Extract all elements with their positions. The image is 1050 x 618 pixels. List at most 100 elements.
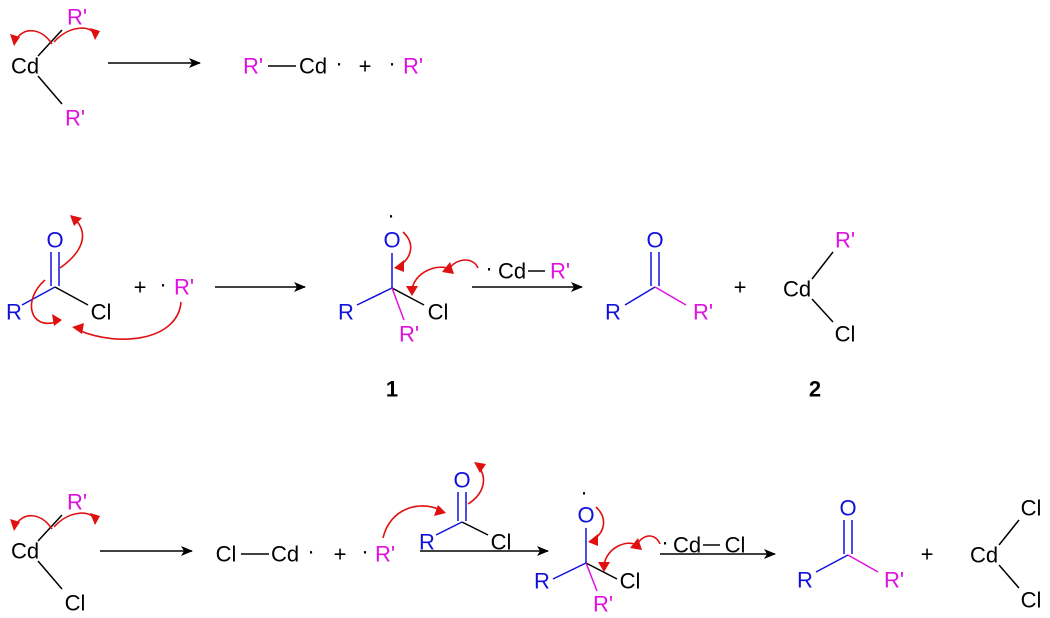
fishhook-head [474, 462, 486, 473]
atom-r-prime: R' [399, 322, 419, 347]
bond-cd-r [37, 514, 63, 542]
plus-sign: + [334, 542, 347, 567]
atom-r-prime: R' [375, 542, 395, 567]
cadmium-dichloride: Cd Cl Cl [970, 496, 1041, 613]
bond-cd-cl [37, 560, 63, 590]
atom-r-prime: R' [693, 300, 713, 325]
atom-r: R [338, 300, 354, 325]
fishhook-head [10, 34, 20, 46]
row-1-homolysis: Cd R' R' R' Cd · + · R' [10, 5, 423, 131]
radical-dot: · [661, 530, 668, 555]
fishhook-head [10, 519, 20, 531]
compound-number: 2 [809, 377, 821, 402]
intermediate-1: · O R Cl R' 1 [338, 203, 479, 402]
radical-dot: · [307, 539, 314, 564]
bond-cd-r [37, 29, 63, 57]
bond-c-r [435, 521, 463, 536]
atom-r-prime: R' [403, 54, 423, 79]
product-radicals: R' Cd · + · R' [243, 51, 423, 79]
atom-r-prime: R' [65, 106, 85, 131]
atom-r-prime: R' [67, 490, 87, 515]
bond-c-r [815, 554, 849, 573]
atom-r-prime: R' [67, 5, 87, 30]
curly-arrow-cd [447, 259, 479, 271]
atom-cd: Cd [783, 277, 811, 302]
fishhook-head [598, 562, 610, 572]
acyl-chloride: O R Cl [6, 215, 111, 326]
atom-cd: Cd [11, 54, 39, 79]
atom-cl: Cl [428, 300, 449, 325]
curly-arrow-left [15, 29, 53, 45]
fishhook-head [406, 286, 418, 296]
atom-cl: Cl [65, 591, 86, 616]
intermediate-alkoxy: · O R Cl R' [534, 480, 661, 617]
atom-cd: Cd [970, 543, 998, 568]
bond-c-r-prime [847, 554, 879, 573]
compound-2: Cd R' Cl 2 [783, 228, 855, 402]
radical-dot: · [388, 51, 395, 76]
bond-c-r [356, 287, 393, 306]
atom-r-prime: R' [884, 568, 904, 593]
bond-c-r-prime [654, 286, 687, 306]
bond-cd-r [37, 75, 63, 105]
bond-c-r [624, 286, 656, 306]
radical-dot: · [361, 539, 368, 564]
bond-c-r [21, 286, 56, 306]
radical-dot: · [485, 256, 492, 281]
row-3-chain: Cd R' Cl Cl Cd · + · R' O R Cl [10, 462, 1041, 617]
bond-cd-cl [998, 564, 1020, 589]
ketone-product: O R R' [605, 228, 713, 325]
curly-arrow-right [53, 27, 95, 43]
fishhook-head [52, 314, 62, 326]
atom-r-prime: R' [550, 259, 570, 284]
fishhook-head [394, 260, 404, 272]
atom-o: O [383, 228, 400, 253]
fishhook-head [442, 262, 454, 274]
curly-arrow-to-oxygen [59, 219, 84, 269]
atom-cl: Cl [725, 533, 746, 558]
radical-dot: · [335, 51, 342, 76]
plus-sign: + [359, 54, 372, 79]
atom-cl: Cl [91, 300, 112, 325]
fishhook-head [72, 323, 84, 334]
atom-cl: Cl [1021, 588, 1042, 613]
ketone-product: O R R' [797, 496, 904, 593]
bond-c-cl [54, 286, 89, 306]
atom-cd: Cd [271, 542, 299, 567]
atom-r: R [6, 300, 22, 325]
row-2-addition: O R Cl + · R' · O R Cl R' [6, 203, 855, 402]
bond-c-r-prime [585, 562, 598, 592]
bond-cd-cl [811, 298, 834, 323]
atom-r-prime: R' [835, 228, 855, 253]
radical-dot: · [159, 272, 166, 297]
fishhook-head [630, 538, 642, 550]
atom-r: R [797, 568, 813, 593]
curly-arrow-right [53, 512, 95, 528]
fishhook-head [434, 505, 446, 516]
plus-sign: + [734, 275, 747, 300]
atom-cl: Cl [216, 542, 237, 567]
fishhook-head [90, 28, 100, 40]
fishhook-head [70, 215, 82, 226]
reactant-cd-r-cl: Cd R' Cl [10, 490, 100, 616]
curly-arrow-radical [382, 505, 441, 539]
atom-cd: Cd [11, 539, 39, 564]
acyl-chloride-reagent: O R Cl [419, 462, 511, 555]
atom-r: R [605, 300, 621, 325]
atom-r-prime: R' [593, 592, 613, 617]
fishhook-head [588, 534, 598, 546]
bond-c-cl [391, 287, 425, 306]
atom-cl: Cl [620, 569, 641, 594]
atom-o: O [839, 496, 856, 521]
atom-cl: Cl [835, 322, 856, 347]
atom-r-prime: R' [243, 54, 263, 79]
bond-c-cl [461, 521, 489, 536]
curly-arrow-from-bond [30, 279, 57, 325]
curly-arrow-radical [77, 301, 182, 340]
fishhook-head [90, 513, 100, 525]
atom-o: O [46, 228, 63, 253]
atom-o: O [646, 228, 663, 253]
bond-cd-r [811, 251, 834, 280]
radical-dot: · [580, 480, 587, 505]
reagent-cd-r: · Cd R' [485, 256, 570, 284]
